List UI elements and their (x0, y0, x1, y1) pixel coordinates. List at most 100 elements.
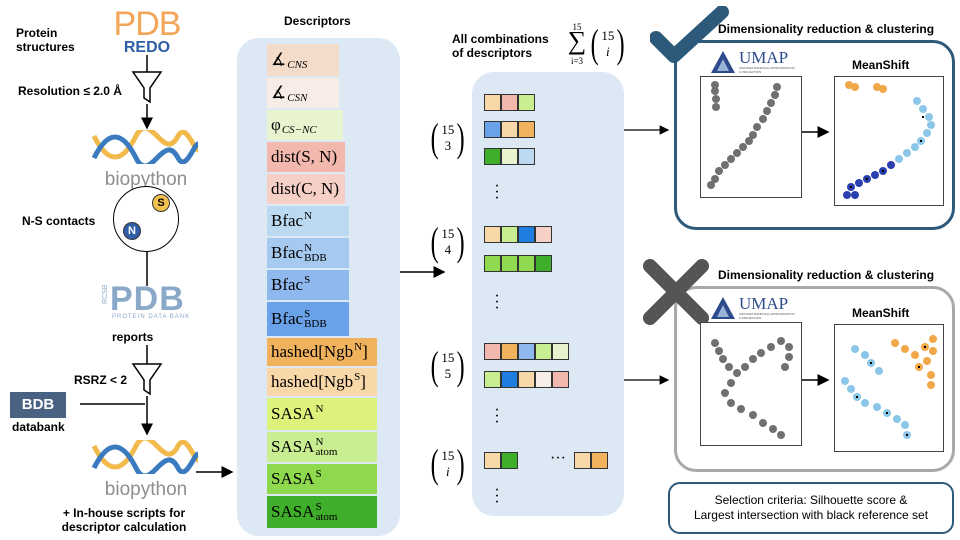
cross-icon (643, 259, 709, 325)
descriptor-subscript (315, 479, 321, 489)
descriptor-symbol: SASA (271, 469, 315, 488)
umap-triangle-icon (711, 297, 735, 319)
reports-label: reports (112, 330, 154, 344)
combo-row (484, 121, 535, 138)
combo-row (484, 343, 569, 360)
descriptor-item: dist(S, N) (267, 142, 345, 172)
descriptor-subscript (304, 221, 312, 231)
meanshift-plot-bottom (834, 324, 944, 452)
combo-row (484, 148, 535, 165)
descriptor-superscript: S (315, 468, 322, 480)
descriptor-symbol: ∡ (271, 83, 287, 102)
descriptor-symbol: SASA (271, 437, 315, 456)
result-bottom-title: Dimensionality reduction & clustering (718, 268, 935, 282)
pdb-redo-logo: PDB REDO (113, 5, 182, 56)
umap-plot-top (700, 76, 802, 198)
descriptor-subscript: CS−NC (281, 124, 317, 136)
descriptor-subscript: CNS (287, 59, 308, 71)
vertical-ellipsis: ··· (494, 482, 500, 511)
vertical-ellipsis: ··· (494, 178, 500, 207)
descriptor-symbol: φ (271, 115, 281, 134)
descriptor-symbol: hashed[Ngb (271, 372, 354, 391)
combo-row (574, 452, 608, 469)
descriptor-symbol: SASA (271, 502, 315, 521)
bdb-box: BDB (10, 392, 66, 418)
descriptor-superscript: N (315, 403, 324, 415)
descriptors-title: Descriptors (284, 14, 351, 28)
descriptor-superscript: N (304, 242, 313, 254)
descriptor-superscript: S (315, 501, 322, 513)
combinations-title: All combinations of descriptors (452, 32, 549, 60)
funnel-icon-1 (131, 71, 163, 104)
descriptor-symbol: ∡ (271, 50, 287, 69)
result-top-title: Dimensionality reduction & clustering (718, 22, 935, 36)
descriptor-symbol: Bfac (271, 243, 304, 262)
descriptor-superscript: S (354, 371, 361, 383)
rcsb-pdb-logo: RCSB PDB PROTEIN DATA BANK (102, 280, 191, 320)
descriptor-symbol: dist(C, N) (271, 179, 339, 198)
combinations-panel (472, 72, 624, 516)
vertical-ellipsis: ··· (494, 288, 500, 317)
sulfur-atom-icon: S (152, 194, 170, 212)
nitrogen-atom-icon: N (123, 222, 141, 240)
protein-structures-label: Protein structures (16, 26, 75, 54)
vertical-ellipsis: ··· (494, 402, 500, 431)
descriptor-item: ∡ CSN (267, 78, 339, 108)
meanshift-label-top: MeanShift (852, 58, 910, 72)
ns-contacts-label: N-S contacts (22, 214, 96, 228)
descriptor-symbol: Bfac (271, 275, 304, 294)
descriptor-subscript: atom (315, 511, 338, 523)
descriptor-subscript (354, 352, 362, 362)
descriptor-item: ∡ CNS (267, 44, 339, 76)
descriptor-subscript: CSN (287, 92, 308, 104)
descriptor-subscript (304, 285, 310, 295)
inhouse-scripts-label: + In-house scripts for descriptor calcul… (61, 506, 187, 534)
descriptor-superscript: N (315, 436, 324, 448)
result-panel-bottom (674, 286, 955, 472)
umap-logo-bottom: UMAP UNIFORM MANIFOLD APPROXIMATION & PR… (710, 295, 797, 320)
descriptor-symbol: Bfac (271, 309, 304, 328)
umap-triangle-icon (711, 51, 735, 73)
combo-row (484, 452, 518, 469)
combo-row (484, 226, 552, 243)
descriptor-item: dist(C, N) (267, 174, 345, 204)
descriptor-superscript: S (304, 274, 311, 286)
meanshift-plot-top (834, 76, 944, 206)
descriptor-subscript: BDB (304, 318, 327, 330)
descriptor-subscript: BDB (304, 252, 327, 264)
descriptor-superscript: N (354, 341, 363, 353)
biopython-logo-bottom: biopython (90, 435, 202, 500)
ns-contact-circle (113, 186, 179, 252)
descriptor-symbol: dist(S, N) (271, 147, 338, 166)
combo-row (484, 94, 535, 111)
descriptor-subscript (315, 414, 323, 424)
umap-plot-bottom (700, 322, 802, 446)
selection-criteria-box: Selection criteria: Silhouette score & L… (668, 482, 954, 534)
resolution-filter-label: Resolution ≤ 2.0 Å (18, 84, 122, 98)
checkmark-icon (650, 6, 729, 63)
descriptor-item: φ CS−NC (267, 110, 343, 140)
descriptor-symbol: SASA (271, 404, 315, 423)
descriptor-superscript: S (304, 308, 311, 320)
combo-row (484, 371, 569, 388)
descriptor-subscript: atom (315, 446, 338, 458)
databank-label: databank (12, 420, 65, 434)
descriptor-superscript: N (304, 210, 313, 222)
rsrz-filter-label: RSRZ < 2 (74, 373, 128, 387)
dna-helix-icon (91, 435, 200, 479)
horizontal-ellipsis: ··· (550, 450, 566, 467)
